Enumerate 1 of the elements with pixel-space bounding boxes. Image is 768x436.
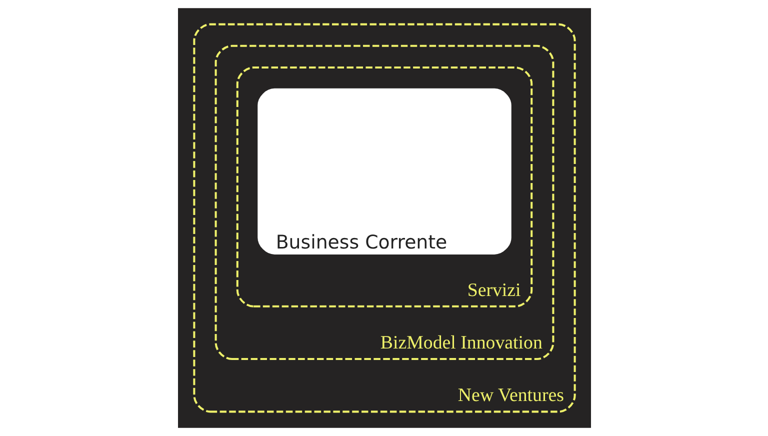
node-box: Business Corrente <box>257 88 511 254</box>
